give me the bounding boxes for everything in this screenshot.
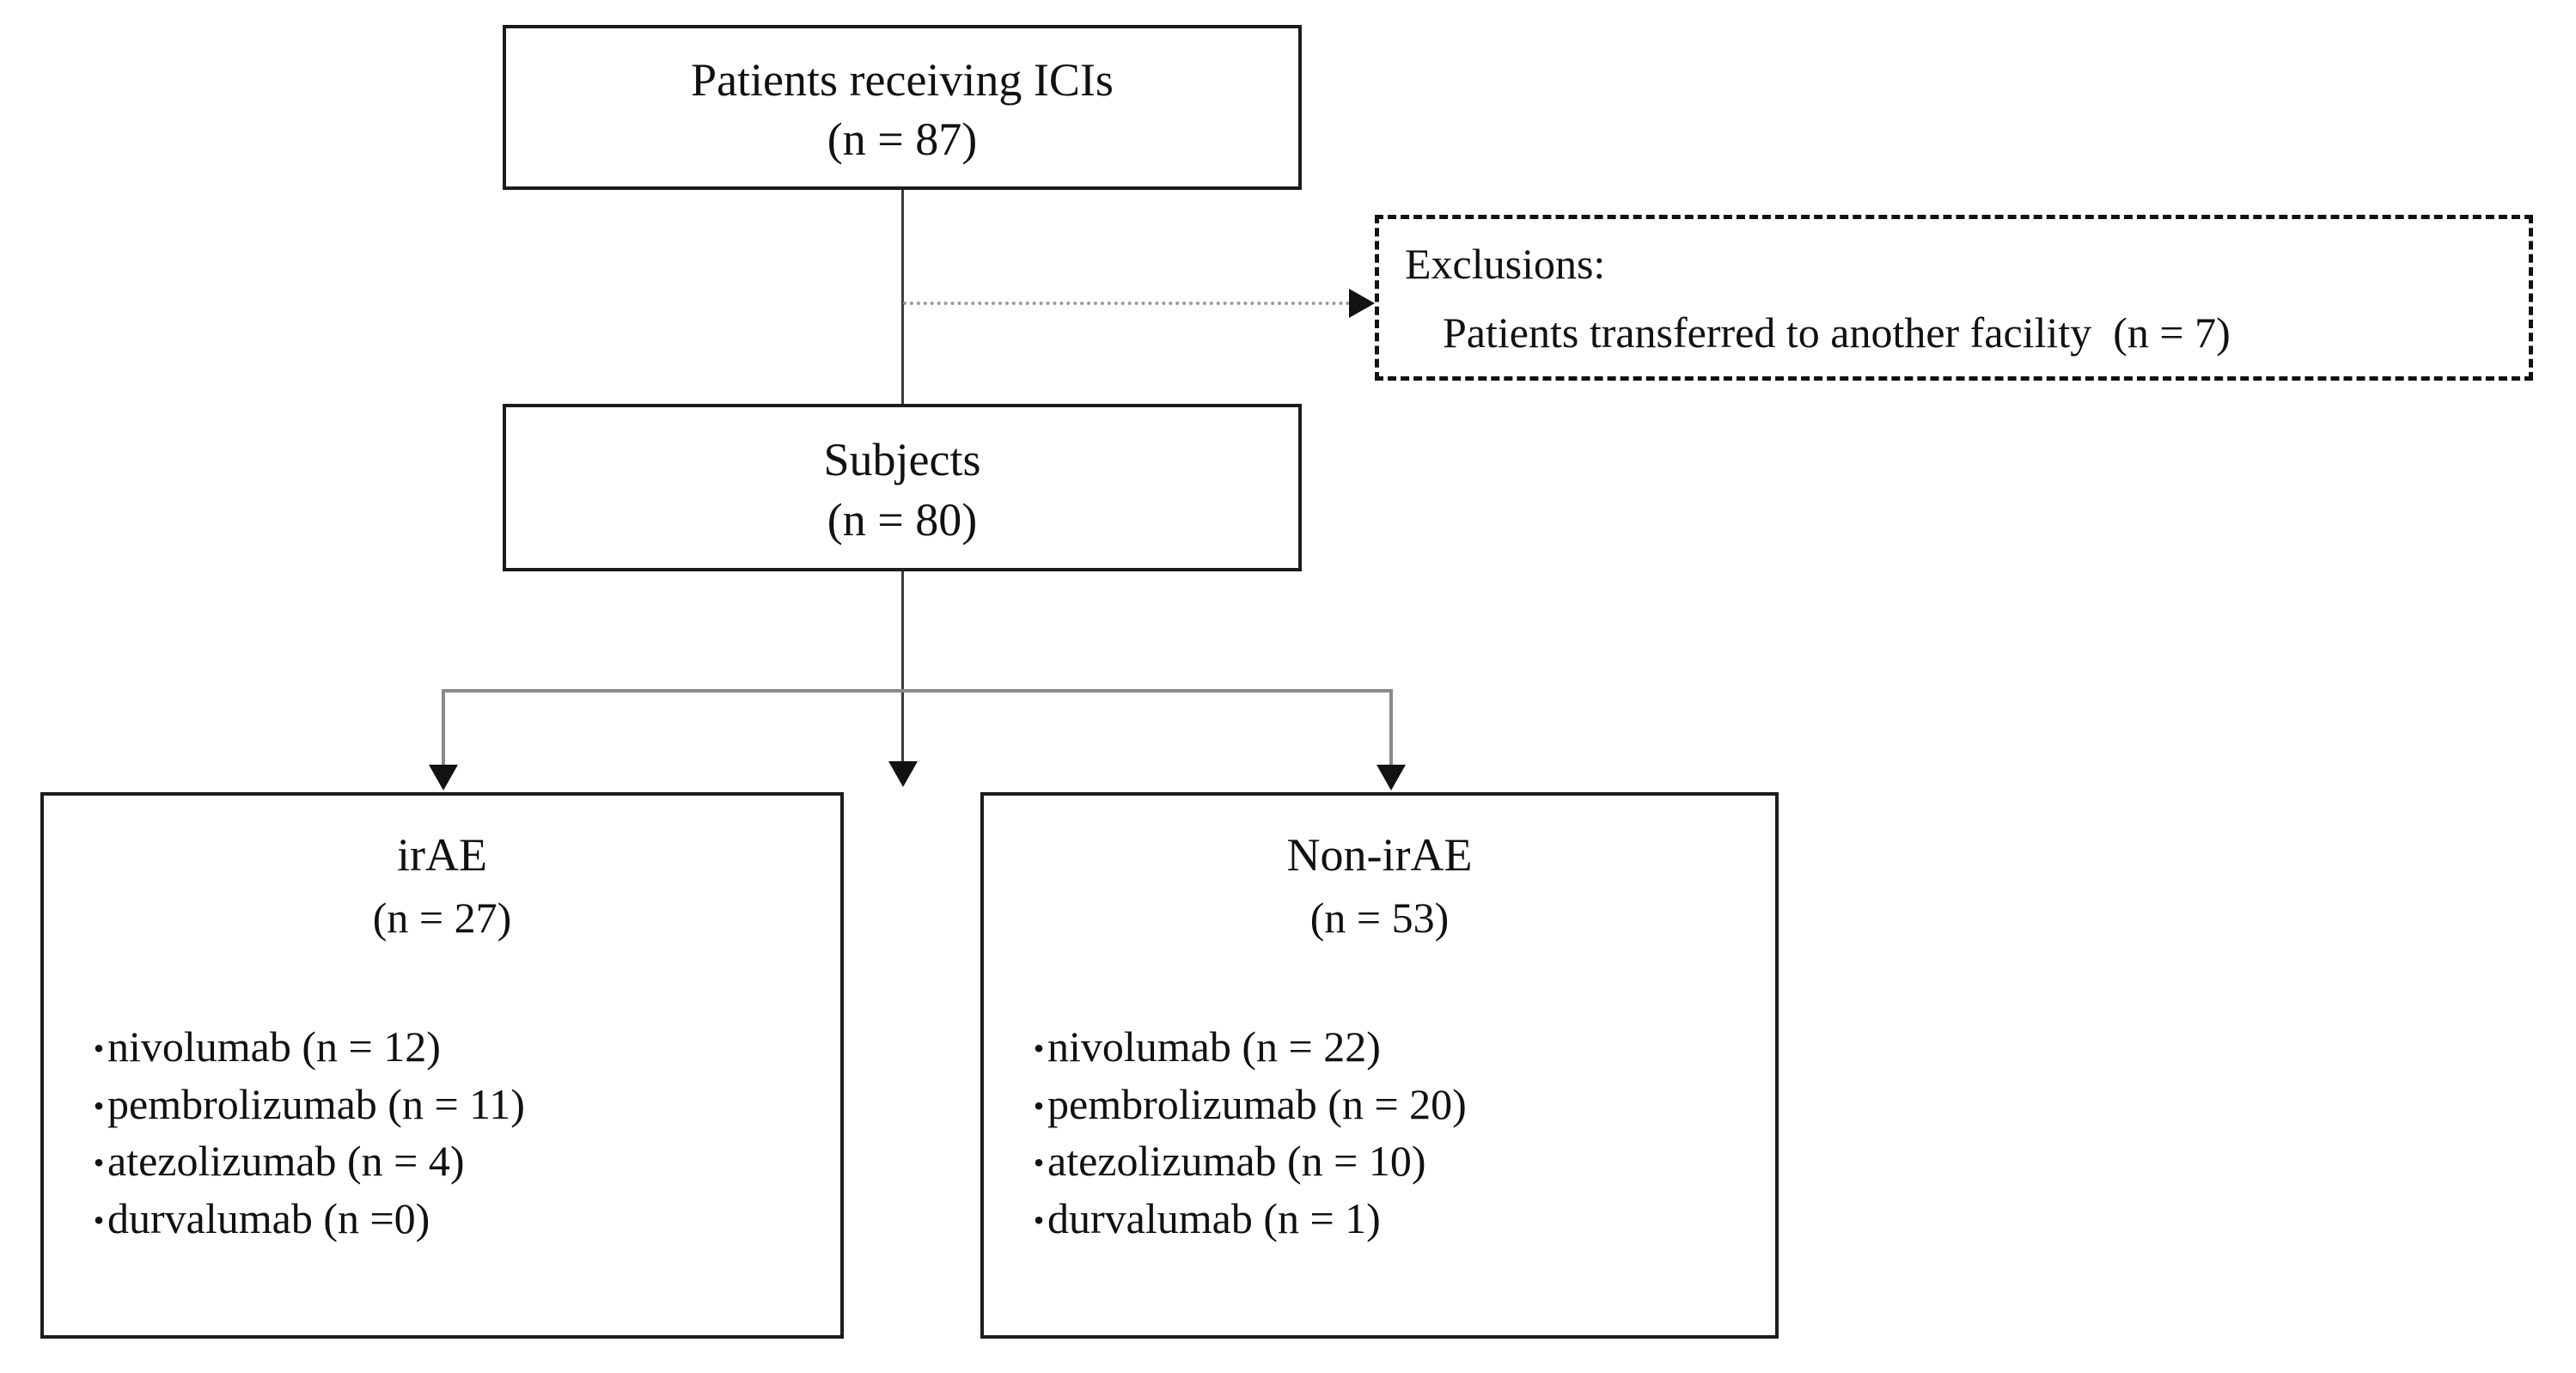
connector-to-exclusions	[903, 302, 1350, 305]
non-irae-drug-label: durvalumab (n = 1)	[1047, 1193, 1381, 1242]
list-item: ・ atezolizumab (n = 4)	[82, 1132, 525, 1190]
bullet-icon: ・	[1022, 1201, 1056, 1241]
non-irae-drug-label: pembrolizumab (n = 20)	[1047, 1079, 1467, 1128]
connector-fork-right-drop	[1389, 689, 1393, 772]
bullet-icon: ・	[1022, 1030, 1056, 1070]
exclusions-heading: Exclusions:	[1405, 239, 1606, 288]
connector-fork-bar	[443, 689, 1393, 693]
list-item: ・ durvalumab (n =0)	[82, 1190, 525, 1248]
connector-subjects-stem	[901, 571, 904, 692]
arrowhead-exclusions	[1349, 289, 1375, 318]
non-irae-drug-label: nivolumab (n = 22)	[1047, 1022, 1381, 1071]
bullet-icon: ・	[82, 1087, 116, 1126]
patients-receiving-icis-title: Patients receiving ICIs	[691, 53, 1114, 106]
non-irae-count: (n = 53)	[1309, 894, 1450, 943]
non-irae-drug-label: atezolizumab (n = 10)	[1047, 1137, 1426, 1186]
irae-count: (n = 27)	[372, 894, 512, 943]
bullet-icon: ・	[1022, 1087, 1056, 1126]
list-item: ・ nivolumab (n = 12)	[82, 1018, 525, 1076]
bullet-icon: ・	[82, 1144, 116, 1184]
list-item: ・ atezolizumab (n = 10)	[1022, 1132, 1467, 1190]
node-irae-group: irAE (n = 27) ・ nivolumab (n = 12) ・ pem…	[40, 792, 844, 1339]
irae-drug-label: atezolizumab (n = 4)	[107, 1137, 465, 1186]
arrowhead-subjects	[888, 761, 918, 787]
patients-receiving-icis-count: (n = 87)	[827, 113, 978, 165]
irae-drug-label: durvalumab (n =0)	[107, 1193, 430, 1242]
node-patients-receiving-icis: Patients receiving ICIs (n = 87)	[503, 25, 1302, 190]
bullet-icon: ・	[82, 1201, 116, 1241]
subjects-count: (n = 80)	[827, 493, 978, 546]
node-non-irae-group: Non-irAE (n = 53) ・ nivolumab (n = 22) ・…	[980, 792, 1779, 1339]
irae-title: irAE	[397, 829, 487, 881]
exclusions-item: Patients transferred to another facility…	[1443, 308, 2231, 357]
non-irae-drug-list: ・ nivolumab (n = 22) ・ pembrolizumab (n …	[984, 1018, 1467, 1247]
node-subjects: Subjects (n = 80)	[503, 404, 1302, 571]
irae-drug-label: pembrolizumab (n = 11)	[107, 1079, 525, 1128]
irae-drug-list: ・ nivolumab (n = 12) ・ pembrolizumab (n …	[44, 1018, 525, 1247]
list-item: ・ pembrolizumab (n = 11)	[82, 1076, 525, 1133]
arrowhead-non-irae	[1377, 765, 1406, 790]
node-exclusions: Exclusions: Patients transferred to anot…	[1375, 215, 2533, 381]
list-item: ・ durvalumab (n = 1)	[1022, 1190, 1467, 1248]
connector-fork-left-drop	[442, 689, 445, 772]
bullet-icon: ・	[82, 1030, 116, 1070]
irae-drug-label: nivolumab (n = 12)	[107, 1022, 441, 1071]
list-item: ・ pembrolizumab (n = 20)	[1022, 1076, 1467, 1133]
bullet-icon: ・	[1022, 1144, 1056, 1184]
subjects-title: Subjects	[823, 434, 981, 486]
list-item: ・ nivolumab (n = 22)	[1022, 1018, 1467, 1076]
non-irae-title: Non-irAE	[1286, 829, 1473, 881]
arrowhead-irae	[429, 765, 458, 790]
